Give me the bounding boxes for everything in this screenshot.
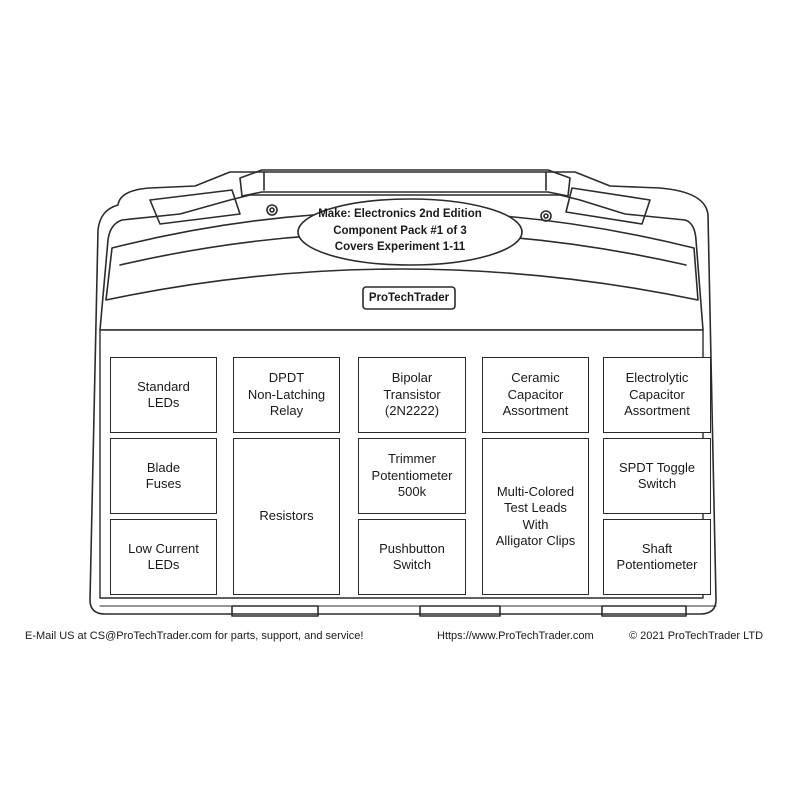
case-label: Make: Electronics 2nd Edition Component … xyxy=(290,206,510,256)
footer-email: E-Mail US at CS@ProTechTrader.com for pa… xyxy=(25,630,364,642)
compartment-trimmer-potentiometer: Trimmer Potentiometer 500k xyxy=(358,438,466,514)
case-label-title: Make: Electronics 2nd Edition xyxy=(318,208,482,220)
brand-badge: ProTechTrader xyxy=(368,292,450,304)
compartment-electrolytic-capacitor: Electrolytic Capacitor Assortment xyxy=(603,357,711,433)
case-inner-rim xyxy=(99,194,704,331)
case-handle xyxy=(239,169,571,197)
compartment-low-current-leds: Low Current LEDs xyxy=(110,519,217,595)
compartment-shaft-potentiometer: Shaft Potentiometer xyxy=(603,519,711,595)
compartment-ceramic-capacitor: Ceramic Capacitor Assortment xyxy=(482,357,589,433)
case-label-experiments: Covers Experiment 1-11 xyxy=(334,241,466,253)
lid-arch xyxy=(105,210,699,301)
compartment-bipolar-transistor: Bipolar Transistor (2N2222) xyxy=(358,357,466,433)
compartment-test-leads: Multi-Colored Test Leads With Alligator … xyxy=(482,438,589,595)
compartment-resistors: Resistors xyxy=(233,438,340,595)
case-outer-shell xyxy=(89,171,717,615)
left-latch xyxy=(149,189,241,225)
right-screw xyxy=(540,210,552,222)
compartment-standard-leds: Standard LEDs xyxy=(110,357,217,433)
label-oval-outline xyxy=(297,198,523,266)
right-latch xyxy=(565,187,651,225)
compartment-dpdt-relay: DPDT Non-Latching Relay xyxy=(233,357,340,433)
footer-website: Https://www.ProTechTrader.com xyxy=(437,630,594,642)
brand-badge-outline xyxy=(362,286,456,310)
footer-copyright: © 2021 ProTechTrader LTD xyxy=(629,630,764,642)
case-label-pack: Component Pack #1 of 3 xyxy=(333,224,467,237)
compartment-spdt-toggle-switch: SPDT Toggle Switch xyxy=(603,438,711,514)
left-screw xyxy=(266,204,278,216)
compartment-pushbutton-switch: Pushbutton Switch xyxy=(358,519,466,595)
compartment-blade-fuses: Blade Fuses xyxy=(110,438,217,514)
